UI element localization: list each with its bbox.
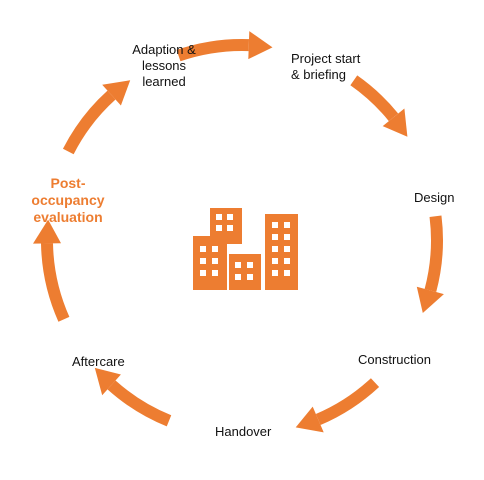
building-windows <box>200 214 290 280</box>
buildings-icon <box>193 208 298 290</box>
arrow-to-handover-head <box>295 406 324 433</box>
arrow-to-construction-shaft <box>424 215 443 293</box>
stage-label-construction: Construction <box>358 352 431 367</box>
arrow-to-adaption-head <box>102 80 131 106</box>
arrow-to-post-occupancy-head <box>33 219 61 244</box>
arrow-to-aftercare-shaft <box>107 380 172 427</box>
arrow-to-project-start-shaft <box>176 39 250 62</box>
arrow-to-post-occupancy-shaft <box>41 243 70 322</box>
arrow-to-aftercare-head <box>94 367 121 396</box>
arrow-to-construction-head <box>416 286 444 313</box>
stage-label-handover: Handover <box>215 424 272 439</box>
stage-label-design: Design <box>414 190 455 205</box>
arrow-to-project-start-head <box>248 31 273 60</box>
cycle-arrows <box>33 31 444 433</box>
stage-label-aftercare: Aftercare <box>72 354 125 369</box>
arrow-to-design-shaft <box>350 75 399 122</box>
left-building <box>193 236 227 290</box>
stage-label-adaption: Adaption & lessons learned <box>132 42 196 89</box>
stage-label-post-occupancy: Post- occupancy evaluation <box>31 175 105 225</box>
right-building <box>265 214 298 290</box>
arrow-to-handover-shaft <box>315 378 380 426</box>
middle-building <box>229 254 261 290</box>
arrow-to-design-head <box>382 108 408 137</box>
stage-label-project-start: Project start & briefing <box>291 51 361 82</box>
arrow-to-adaption-shaft <box>62 90 116 155</box>
